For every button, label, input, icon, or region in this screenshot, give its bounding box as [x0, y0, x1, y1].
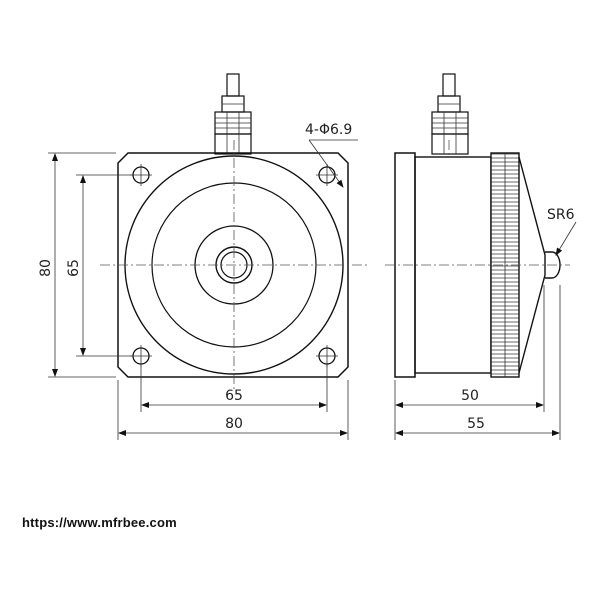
dim-length-50: 50	[461, 388, 479, 404]
hole-callout-label: 4-Φ6.9	[305, 122, 352, 138]
dim-height-65: 65	[66, 259, 82, 277]
front-view: 4-Φ6.9 65 80 80 65	[38, 73, 370, 440]
cable-gland-front	[214, 73, 252, 155]
side-view: SR6 50 55	[385, 73, 577, 440]
watermark-url: https://www.mfrbee.com	[22, 515, 177, 530]
cable-gland-side	[431, 73, 469, 155]
dim-width-80: 80	[225, 416, 243, 432]
conical-cap	[518, 156, 546, 374]
dim-height-80: 80	[38, 259, 54, 277]
dim-width-65: 65	[225, 388, 243, 404]
sphere-radius-label: SR6	[547, 207, 575, 223]
flange-outline	[117, 152, 349, 378]
dim-length-55: 55	[467, 416, 485, 432]
